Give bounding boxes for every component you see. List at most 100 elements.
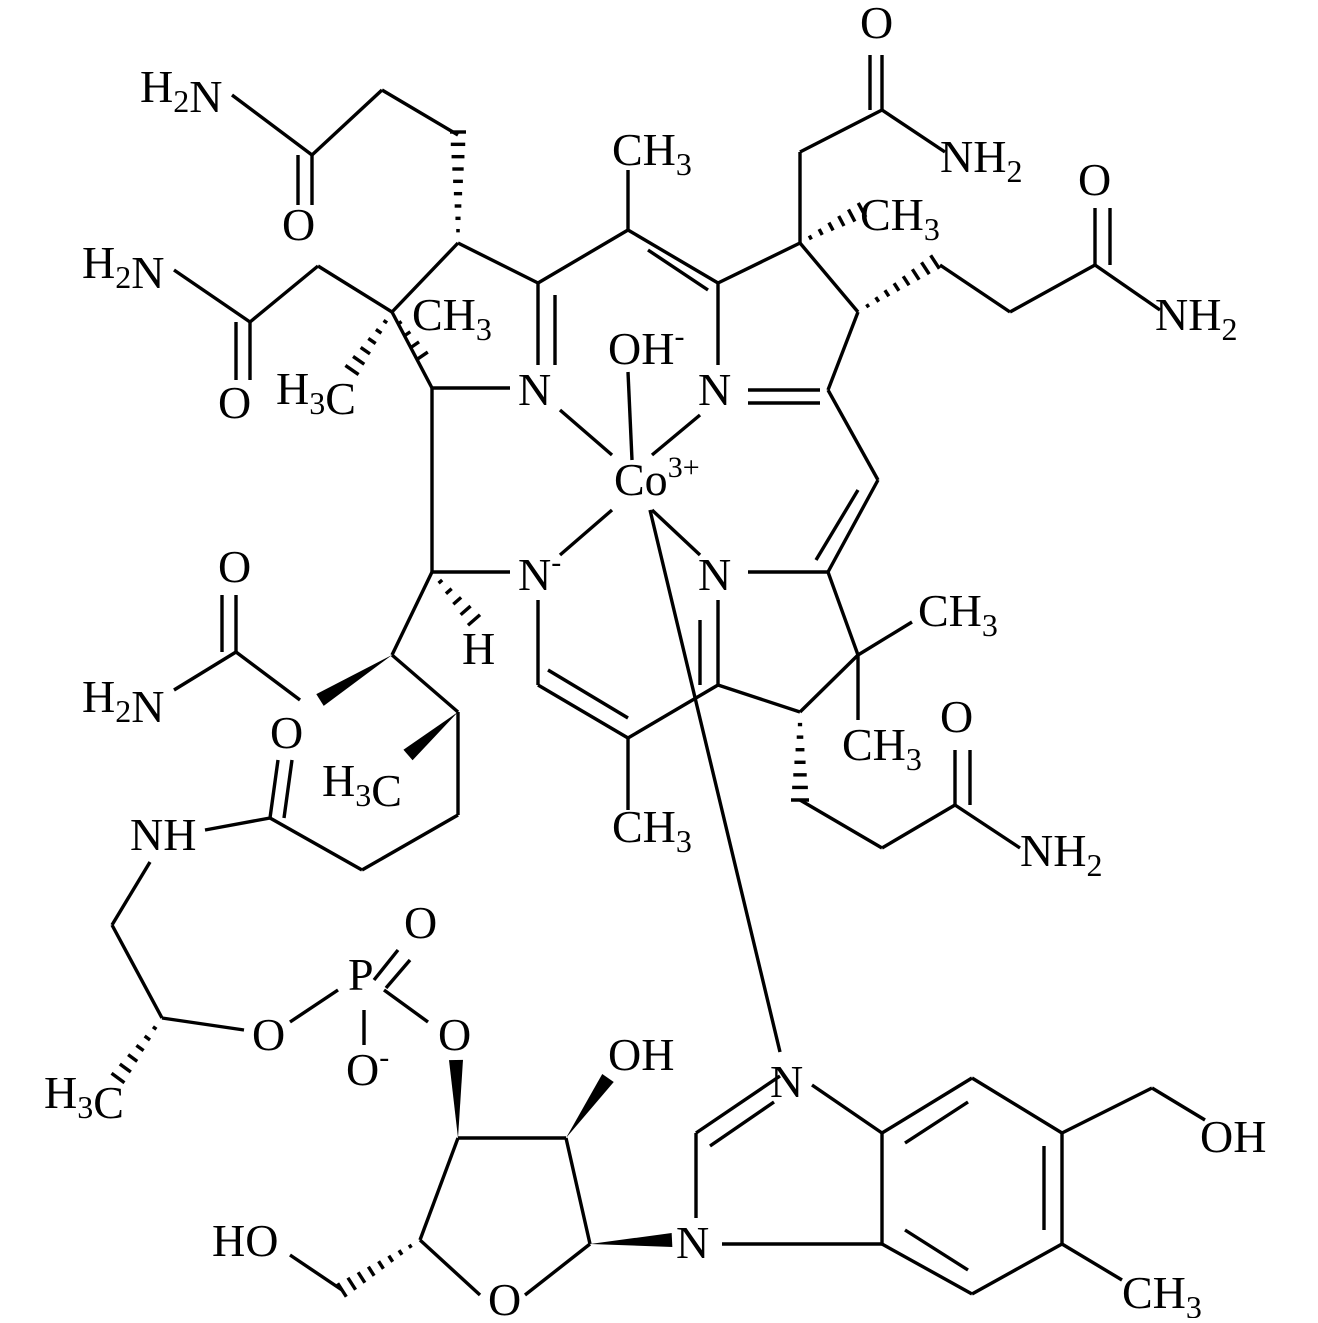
bond: [310, 88, 384, 157]
bond: [268, 759, 280, 819]
hash-stroke: [346, 1276, 358, 1291]
atom-label-h-ring-d: H: [462, 623, 495, 674]
hash-stroke: [459, 604, 472, 617]
atom-label-nh-linker: NH: [130, 809, 196, 860]
wedge-bond: [403, 712, 458, 761]
atom-label-o-phosphate-minus: O-: [346, 1041, 389, 1095]
hash-stroke: [452, 596, 463, 606]
bond: [230, 93, 314, 157]
bond: [390, 653, 460, 714]
hash-stroke: [352, 355, 366, 366]
atom-label-n-ring-c: N: [698, 549, 731, 600]
bond: [695, 1074, 781, 1135]
bond: [537, 683, 629, 740]
bond: [939, 263, 1011, 314]
bond: [798, 241, 860, 314]
bond: [1061, 1242, 1123, 1282]
bond: [904, 1100, 969, 1145]
bond: [173, 650, 237, 692]
hash-stroke: [396, 320, 403, 326]
hash-stroke: [846, 208, 857, 223]
bond: [881, 1242, 973, 1296]
hash-stroke: [837, 215, 846, 227]
wedge-bond: [449, 1059, 463, 1138]
bond: [1094, 263, 1161, 312]
bond: [173, 268, 251, 324]
atom-label-n-ring-a: N: [518, 364, 551, 415]
hash-stroke: [397, 1249, 404, 1256]
bond: [881, 803, 956, 850]
hash-stroke: [356, 1271, 367, 1284]
bond: [904, 1228, 969, 1272]
hash-stroke: [920, 261, 931, 276]
hash-stroke: [118, 1062, 132, 1074]
hash-stroke: [344, 364, 360, 376]
atom-label-nh2-left: H2N: [82, 237, 164, 298]
bond: [881, 108, 946, 154]
bond: [709, 1100, 775, 1148]
hash-stroke: [143, 1034, 152, 1042]
atom-label-nh2-ring-d: H2N: [82, 671, 164, 732]
atom-label-n-benzimidazole-top: N: [770, 1056, 803, 1107]
hashed-bonds: [110, 130, 941, 1298]
hash-stroke: [444, 587, 453, 595]
hash-stroke: [387, 1254, 395, 1263]
bond: [537, 228, 629, 285]
hash-stroke: [127, 1053, 139, 1063]
bond: [826, 479, 880, 573]
hash-stroke: [892, 282, 901, 292]
hash-stroke: [901, 275, 911, 287]
bond: [384, 958, 412, 990]
hash-stroke: [437, 578, 444, 585]
atom-label-oh-ribose: OH: [608, 1029, 674, 1080]
atom-label-ch3-ring-c-top: CH3: [918, 585, 998, 643]
bond: [269, 816, 363, 872]
atom-label-nh2-right: NH2: [1155, 289, 1237, 347]
atom-label-o-ring-d: O: [218, 541, 251, 592]
bond: [381, 88, 459, 137]
atom-label-ho-ribose: HO: [212, 1215, 278, 1266]
atom-label-o-ribose-ring: O: [488, 1274, 521, 1318]
bond: [799, 108, 883, 154]
hash-stroke: [874, 296, 881, 303]
bond: [881, 1076, 973, 1135]
bond: [1151, 1086, 1206, 1122]
atom-label-nh2-top-left: H2N: [140, 61, 222, 122]
bond: [282, 759, 294, 819]
hash-stroke: [151, 1025, 158, 1031]
bond: [289, 1253, 343, 1292]
hash-stroke: [415, 350, 429, 362]
bond: [799, 798, 883, 850]
atom-label-cobalt: Co3+: [614, 451, 700, 505]
bond: [564, 1137, 592, 1245]
bond: [811, 1083, 883, 1135]
bond-lines: [110, 55, 1206, 1297]
bond: [647, 248, 709, 292]
hash-stroke: [366, 1265, 376, 1277]
atom-label-n-benzimidazole-bottom: N: [676, 1217, 709, 1268]
bond: [390, 571, 434, 656]
bond: [418, 1238, 482, 1297]
bond: [372, 948, 400, 982]
bond: [717, 683, 801, 714]
hash-stroke: [402, 330, 412, 338]
bond: [558, 508, 614, 557]
bond: [1061, 1086, 1153, 1135]
bond: [418, 1137, 460, 1241]
atom-label-nh2-top-right: NH2: [940, 131, 1022, 189]
hash-stroke: [374, 328, 383, 335]
atom-label-o-left: O: [218, 377, 251, 428]
atom-label-h3c-linker: H3C: [44, 1067, 124, 1128]
bond: [234, 650, 302, 702]
bond: [626, 371, 634, 461]
atom-label-n-ring-d: N-: [518, 546, 561, 600]
hash-stroke: [336, 1282, 348, 1298]
bond: [248, 264, 320, 324]
atom-label-ch3-benzimidazole: CH3: [1122, 1267, 1202, 1318]
bond: [317, 264, 393, 314]
bond: [648, 509, 782, 1053]
bond: [361, 813, 459, 872]
atom-label-ch3-top-center: CH3: [612, 124, 692, 182]
